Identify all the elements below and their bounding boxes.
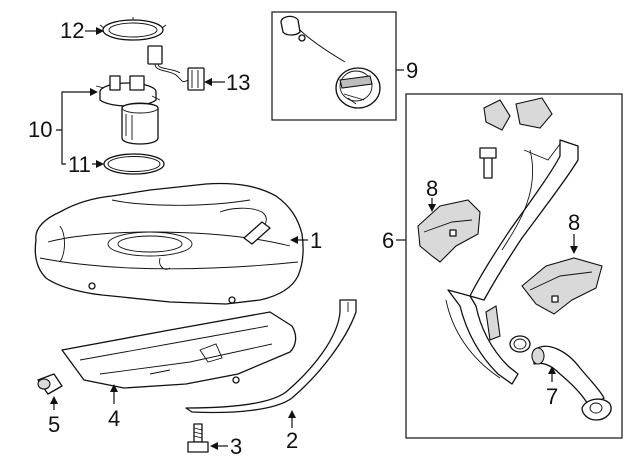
svg-text:9: 9 — [406, 58, 418, 83]
filler-pipe-frame — [405, 93, 623, 439]
svg-text:7: 7 — [546, 384, 558, 409]
svg-text:11: 11 — [68, 152, 91, 177]
fuel-pump-module-part — [95, 75, 161, 145]
wiring-harness-part — [147, 45, 205, 91]
svg-text:5: 5 — [48, 412, 60, 437]
svg-text:6: 6 — [382, 228, 394, 253]
filler-pipe-part — [445, 97, 579, 385]
filler-hose-part — [509, 335, 612, 421]
callout-4: 4 — [108, 384, 120, 431]
callout-13: 13 — [204, 70, 250, 95]
svg-text:2: 2 — [286, 428, 298, 453]
svg-text:8: 8 — [568, 210, 580, 235]
tank-strap-part — [185, 299, 357, 414]
fuel-cap-frame — [271, 11, 397, 121]
svg-text:1: 1 — [310, 228, 322, 253]
callout-11: 11 — [68, 152, 104, 177]
callout-9: 9 — [396, 58, 418, 83]
svg-text:3: 3 — [230, 434, 242, 459]
bolt-part — [187, 423, 209, 453]
svg-text:8: 8 — [426, 176, 438, 201]
filler-shield-right-part — [521, 257, 603, 315]
callout-10: 10 — [28, 88, 98, 165]
fuel-tank-part — [34, 182, 304, 305]
callout-8-right: 8 — [568, 210, 580, 254]
callout-3: 3 — [210, 434, 242, 459]
pump-seal-part — [103, 153, 165, 175]
svg-text:13: 13 — [226, 70, 250, 95]
callout-6: 6 — [382, 228, 406, 253]
callout-1: 1 — [290, 228, 322, 253]
heat-shield-part — [61, 311, 297, 389]
fuel-cap-part — [280, 15, 381, 109]
svg-text:12: 12 — [60, 18, 84, 43]
filler-shield-left-part — [417, 199, 481, 263]
lock-ring-part — [99, 17, 167, 41]
callout-8-left: 8 — [426, 176, 438, 212]
plug-part — [37, 373, 63, 395]
callout-5: 5 — [48, 396, 60, 437]
callout-2: 2 — [286, 410, 298, 453]
callout-7: 7 — [546, 366, 558, 409]
svg-text:10: 10 — [28, 117, 52, 142]
svg-text:4: 4 — [108, 406, 120, 431]
callout-12: 12 — [60, 18, 104, 43]
